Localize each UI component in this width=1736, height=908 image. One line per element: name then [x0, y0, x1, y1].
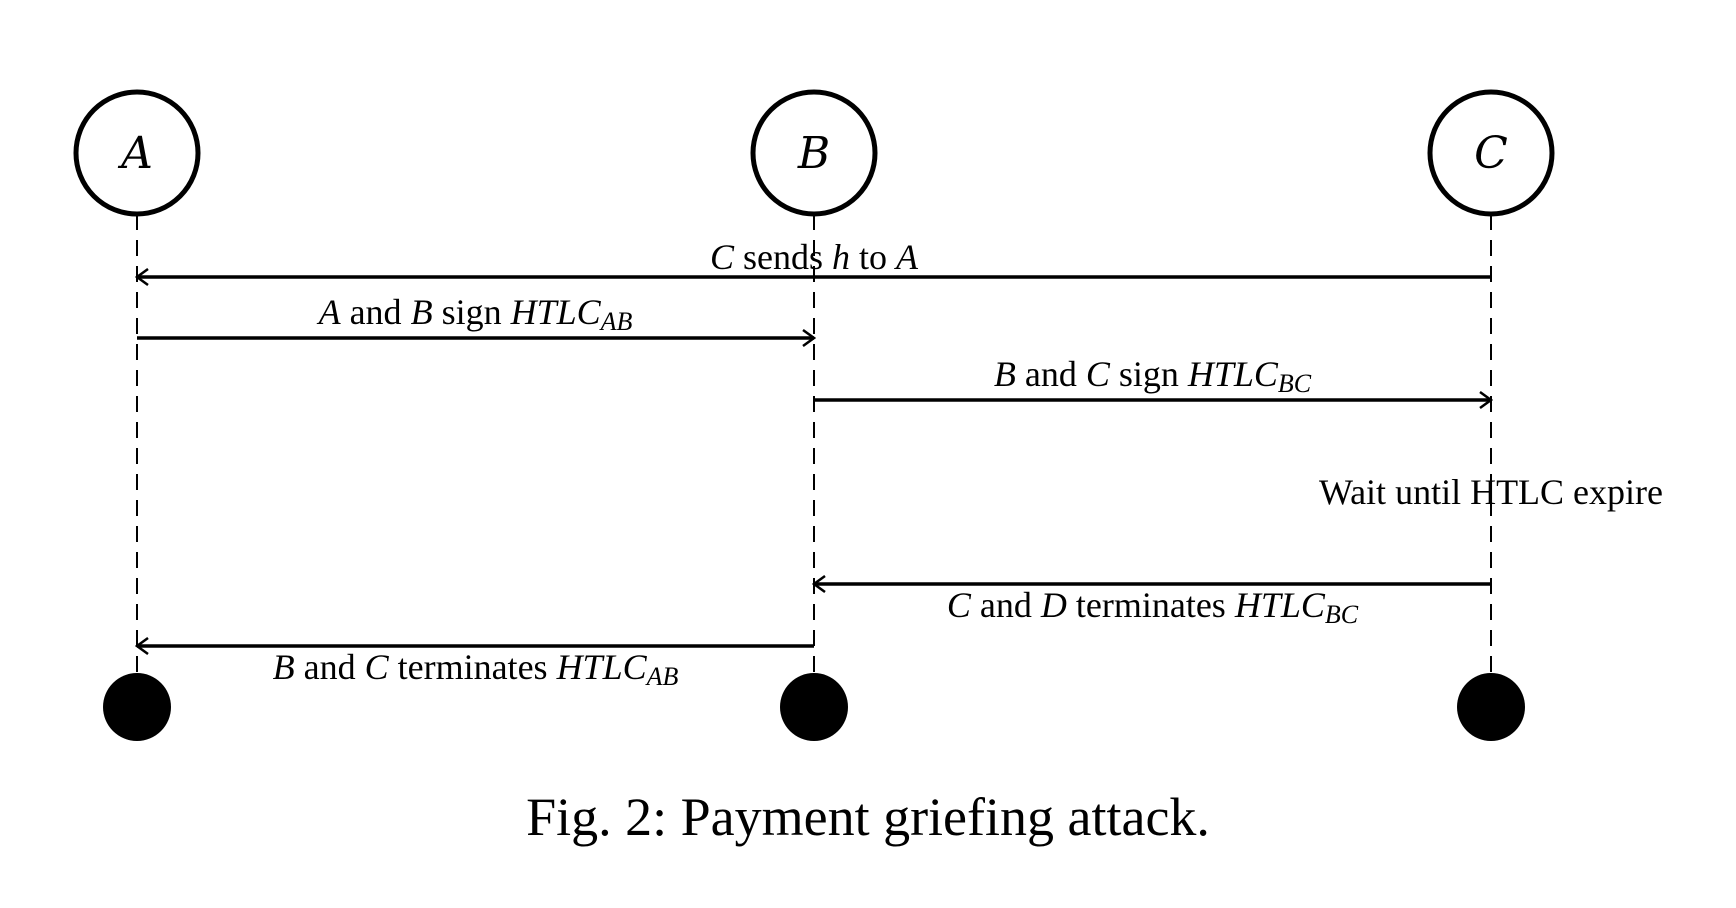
participant-label-B: B [797, 128, 830, 179]
message-label-4: C and D terminates HTLCBC [947, 585, 1359, 629]
participant-node-C [1427, 89, 1555, 217]
message-label-5: B and C terminates HTLCAB [273, 647, 679, 691]
participant-label-A: A [117, 128, 153, 179]
participant-node-B [750, 89, 878, 217]
participant-end-C [1457, 673, 1525, 741]
figure-caption: Fig. 2: Payment griefing attack. [526, 787, 1210, 847]
message-label-3: B and C sign HTLCBC [994, 354, 1312, 398]
wait-note: Wait until HTLC expire [1319, 472, 1663, 512]
message-label-1: C sends h to A [710, 237, 919, 277]
message-label-2: A and B sign HTLCAB [317, 292, 633, 336]
participant-end-A [103, 673, 171, 741]
participant-node-A [73, 89, 201, 217]
participant-end-B [780, 673, 848, 741]
participant-label-C: C [1474, 128, 1508, 179]
